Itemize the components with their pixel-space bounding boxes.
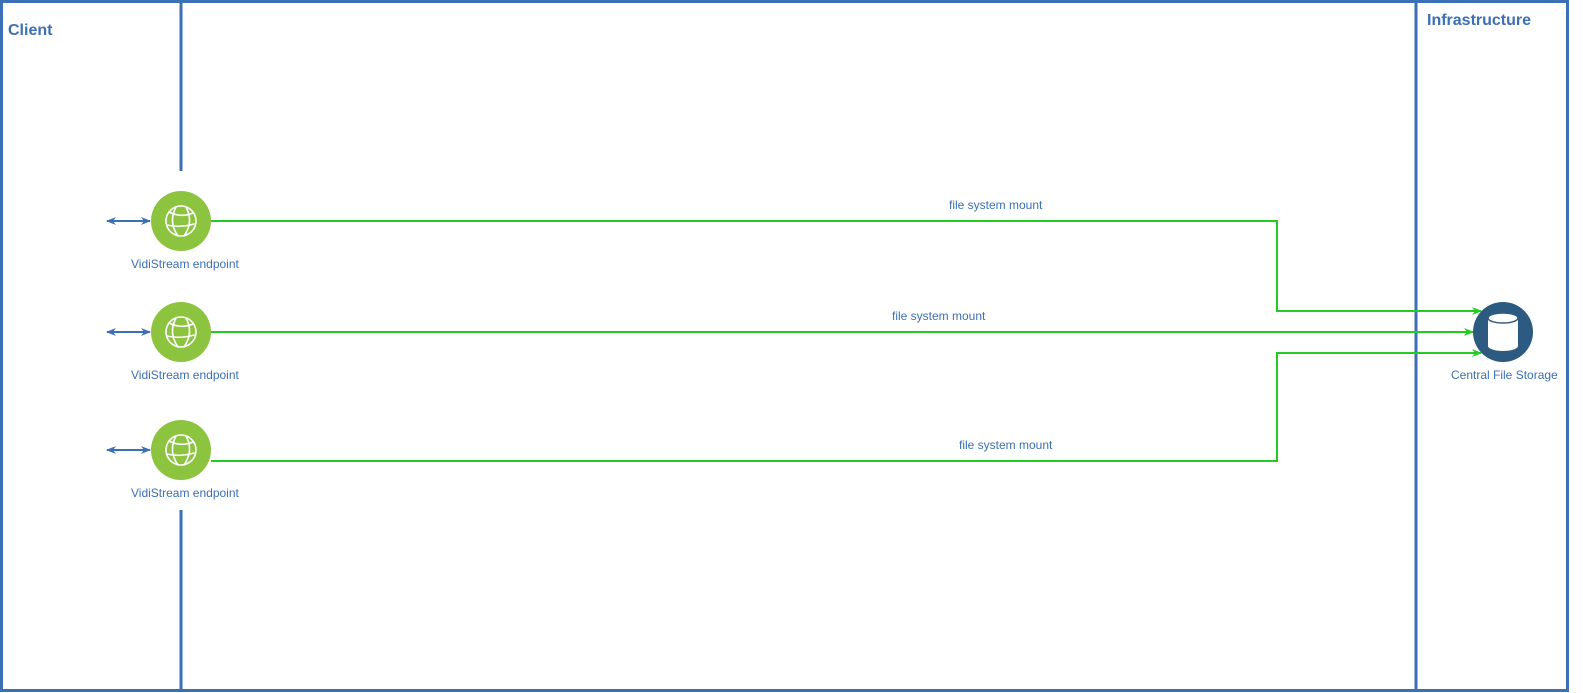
infrastructure-zone-title: Infrastructure — [1427, 12, 1532, 29]
globe-icon — [165, 205, 197, 237]
database-cylinder-icon — [1487, 312, 1519, 351]
endpoint-3-label: VidiStream endpoint — [131, 486, 239, 500]
storage-label: Central File Storage — [1451, 368, 1558, 382]
endpoint-node-2[interactable] — [151, 302, 211, 362]
globe-icon — [165, 316, 197, 348]
connection-1-label: file system mount — [947, 198, 1045, 212]
client-zone-title: Client — [8, 22, 53, 39]
connection-mount-1 — [211, 220, 1482, 315]
connection-2-label: file system mount — [890, 309, 988, 323]
connection-mount-3 — [211, 349, 1482, 462]
globe-icon — [165, 434, 197, 466]
endpoint-node-3[interactable] — [151, 420, 211, 480]
storage-node[interactable] — [1473, 302, 1533, 362]
endpoint-node-1[interactable] — [151, 191, 211, 251]
endpoint-2-label: VidiStream endpoint — [131, 368, 239, 382]
endpoint-1-label: VidiStream endpoint — [131, 257, 239, 271]
connection-3-label: file system mount — [957, 438, 1055, 452]
